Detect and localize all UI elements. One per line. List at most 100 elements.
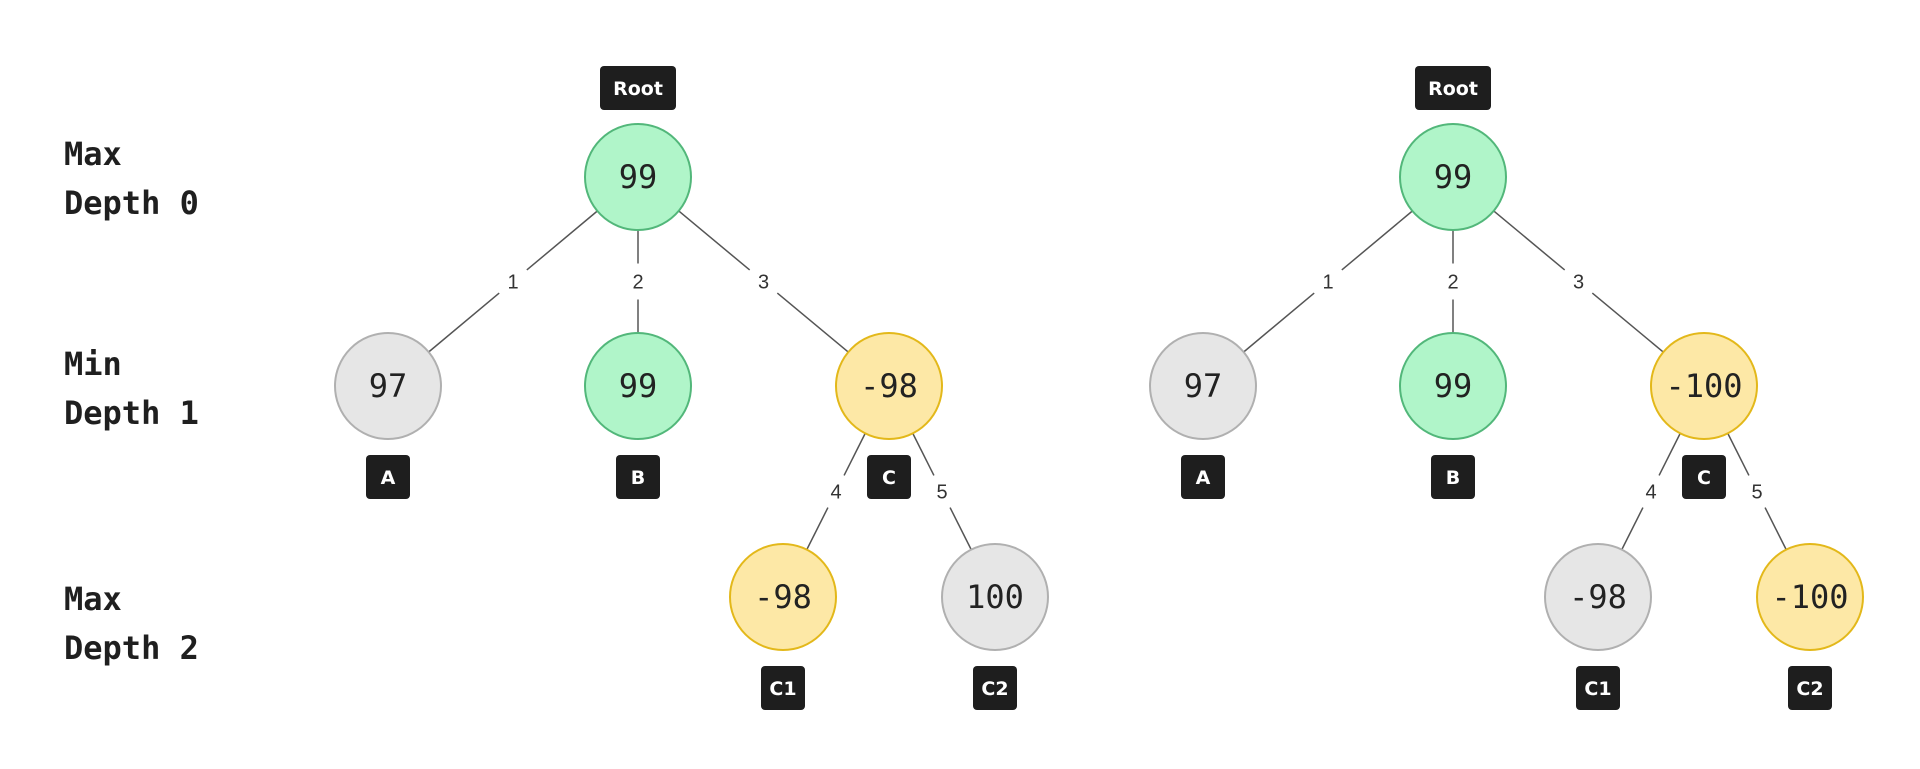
- node-value: 97: [369, 367, 408, 405]
- tag-background: [973, 666, 1017, 710]
- node-value: -100: [1665, 367, 1742, 405]
- edge-c-c2: 5: [1727, 433, 1787, 550]
- edge-root-c: 3: [1493, 210, 1664, 353]
- tag-background: [1415, 66, 1491, 110]
- level-depth: Depth 1: [64, 394, 199, 432]
- node-tag-b: B: [616, 455, 660, 499]
- edge-line: [1621, 507, 1644, 550]
- tag-label: C2: [981, 678, 1008, 700]
- edge-line: [1591, 292, 1664, 353]
- edge-line: [428, 292, 500, 353]
- edge-label: 4: [1645, 482, 1656, 504]
- node-value: 99: [619, 158, 658, 196]
- node-circle: [835, 332, 943, 440]
- edge-line: [1727, 433, 1750, 476]
- node-tag-c: C: [1682, 455, 1726, 499]
- tag-label: C2: [1796, 678, 1823, 700]
- node-c: -100: [1650, 332, 1758, 440]
- node-b: 99: [1399, 332, 1507, 440]
- edge-label: 5: [1751, 482, 1762, 504]
- node-c1: -98: [729, 543, 837, 651]
- node-value: 100: [966, 578, 1024, 616]
- node-tag-c2: C2: [1788, 666, 1832, 710]
- edge-label: 1: [1322, 272, 1333, 294]
- edge-line: [1764, 507, 1787, 550]
- node-tag-c1: C1: [1576, 666, 1620, 710]
- tag-background: [867, 455, 911, 499]
- level-role: Max: [64, 135, 122, 173]
- node-root: 99: [584, 123, 692, 231]
- node-tag-root: Root: [1415, 66, 1491, 110]
- node-tag-c1: C1: [761, 666, 805, 710]
- node-circle: [1149, 332, 1257, 440]
- tag-label: Root: [613, 78, 663, 100]
- edge-label: 4: [830, 482, 841, 504]
- edge-c-c2: 5: [912, 433, 972, 550]
- edge-root-c: 3: [678, 210, 849, 353]
- edge-line: [776, 292, 849, 353]
- node-value: 99: [1434, 367, 1473, 405]
- node-tag-a: A: [366, 455, 410, 499]
- node-a: 97: [334, 332, 442, 440]
- node-circle: [584, 332, 692, 440]
- node-circle: [1756, 543, 1864, 651]
- node-circle: [1399, 123, 1507, 231]
- tag-label: B: [1446, 467, 1460, 489]
- tag-label: Root: [1428, 78, 1478, 100]
- tag-label: C: [1697, 467, 1711, 489]
- node-tag-c: C: [867, 455, 911, 499]
- tag-label: C: [882, 467, 896, 489]
- edge-label: 3: [1573, 272, 1584, 294]
- edge-line: [843, 433, 866, 476]
- tag-label: B: [631, 467, 645, 489]
- node-c2: 100: [941, 543, 1049, 651]
- node-c2: -100: [1756, 543, 1864, 651]
- node-tag-c2: C2: [973, 666, 1017, 710]
- tag-background: [1181, 455, 1225, 499]
- node-value: -98: [1569, 578, 1627, 616]
- node-circle: [334, 332, 442, 440]
- node-circle: [1544, 543, 1652, 651]
- tag-label: A: [381, 467, 396, 489]
- node-value: -98: [754, 578, 812, 616]
- level-depth: Depth 0: [64, 184, 199, 222]
- node-value: 97: [1184, 367, 1223, 405]
- edge-line: [806, 507, 829, 550]
- edge-c-c1: 4: [806, 433, 866, 550]
- level-label-depth-0: Max Depth 0: [64, 130, 199, 228]
- level-label-depth-2: Max Depth 2: [64, 575, 199, 673]
- edge-label: 3: [758, 272, 769, 294]
- node-circle: [729, 543, 837, 651]
- tag-label: C1: [1584, 678, 1611, 700]
- node-b: 99: [584, 332, 692, 440]
- edge-label: 2: [1447, 272, 1458, 294]
- node-value: 99: [619, 367, 658, 405]
- edge-c-c1: 4: [1621, 433, 1681, 550]
- level-label-depth-1: Min Depth 1: [64, 340, 199, 438]
- edge-line: [1493, 210, 1566, 271]
- node-c1: -98: [1544, 543, 1652, 651]
- tag-label: A: [1196, 467, 1211, 489]
- node-tag-b: B: [1431, 455, 1475, 499]
- edge-label: 1: [507, 272, 518, 294]
- node-circle: [584, 123, 692, 231]
- edge-line: [1658, 433, 1681, 476]
- node-tag-a: A: [1181, 455, 1225, 499]
- level-role: Min: [64, 345, 122, 383]
- node-a: 97: [1149, 332, 1257, 440]
- edge-line: [949, 507, 972, 550]
- edge-line: [526, 210, 598, 271]
- node-root: 99: [1399, 123, 1507, 231]
- node-c: -98: [835, 332, 943, 440]
- tag-label: C1: [769, 678, 796, 700]
- edge-root-a: 1: [428, 210, 598, 353]
- tag-background: [366, 455, 410, 499]
- node-circle: [1650, 332, 1758, 440]
- edge-root-a: 1: [1243, 210, 1413, 353]
- tag-background: [600, 66, 676, 110]
- tag-background: [1431, 455, 1475, 499]
- edge-line: [912, 433, 935, 476]
- node-value: -98: [860, 367, 918, 405]
